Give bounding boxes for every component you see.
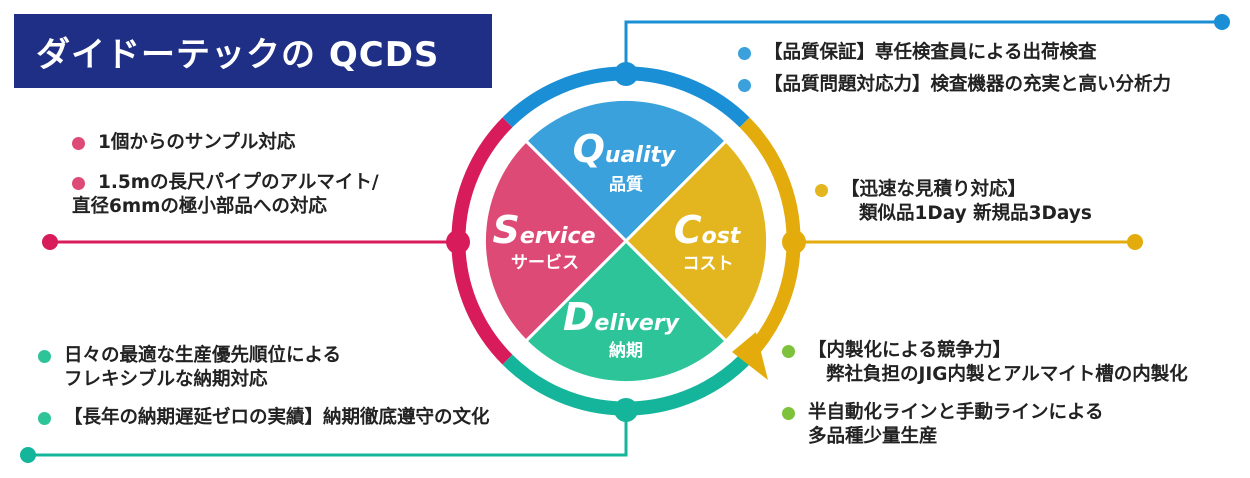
service-item-2-line2: 直径6mmの極小部品への対応 (72, 196, 327, 217)
cost-bullet-dot (815, 184, 828, 197)
extra-item-1-line1: 【内製化による競争力】 (808, 340, 1011, 361)
quality-connector-end-dot (1214, 14, 1230, 30)
pie-quality-segment (524, 97, 728, 243)
pie-cost-segment (624, 139, 770, 343)
extra-item-1-line2: 弊社負担のJIG内製とアルマイト槽の内製化 (826, 364, 1188, 385)
extra-bullet-dot (782, 345, 795, 358)
delivery-bullet-dot (38, 350, 51, 363)
cost-connector-end-dot (1127, 234, 1143, 250)
service-items: 1個からのサンプル対応 1.5mの長尺パイプのアルマイト/ 直径6mmの極小部品… (72, 131, 379, 219)
pie-delivery-segment (524, 239, 728, 385)
quality-bullet-dot (738, 47, 751, 60)
extra-bullet-dot (782, 407, 795, 420)
service-bullet-dot (72, 177, 85, 190)
delivery-rest: elivery (595, 311, 681, 336)
service-rest: ervice (520, 224, 596, 249)
delivery-initial: D (563, 295, 595, 339)
cost-rest: ost (702, 224, 742, 249)
quality-connector-line (624, 20, 1222, 74)
delivery-item-1: 日々の最適な生産優先順位による フレキシブルな納期対応 (38, 344, 490, 392)
quality-english-label: Quality (573, 127, 677, 171)
quality-items: 【品質保証】専任検査員による出荷検査 【品質問題対応力】検査機器の充実と高い分析… (738, 41, 1171, 97)
delivery-connector-end-dot (20, 447, 36, 463)
cost-item-1: 【迅速な見積り対応】 類似品1Day 新規品3Days (815, 178, 1092, 226)
delivery-item-2-text: 【長年の納期遅延ゼロの実績】納期徹底遵守の文化 (64, 407, 490, 428)
page-title-text: ダイドーテックの QCDS (36, 34, 440, 75)
pie-service-segment (482, 139, 628, 343)
delivery-bullet-dot (38, 412, 51, 425)
quality-item-2: 【品質問題対応力】検査機器の充実と高い分析力 (738, 73, 1171, 97)
quality-item-1: 【品質保証】専任検査員による出荷検査 (738, 41, 1171, 65)
extra-items: 【内製化による競争力】 弊社負担のJIG内製とアルマイト槽の内製化 半自動化ライ… (782, 339, 1188, 449)
delivery-english-label: Delivery (563, 295, 681, 339)
cost-initial: C (674, 208, 702, 252)
ring-dot-delivery (614, 398, 638, 422)
quality-rest: uality (605, 143, 677, 168)
delivery-connector-line (28, 410, 628, 457)
cost-items: 【迅速な見積り対応】 類似品1Day 新規品3Days (815, 178, 1092, 226)
service-item-2-line1: 1.5mの長尺パイプのアルマイト/ (98, 172, 379, 193)
service-item-1-text: 1個からのサンプル対応 (98, 132, 296, 153)
delivery-item-2: 【長年の納期遅延ゼロの実績】納期徹底遵守の文化 (38, 406, 490, 430)
extra-item-2-line2: 多品種少量生産 (808, 426, 938, 447)
ring-dot-service (446, 230, 470, 254)
delivery-item-1-line2: フレキシブルな納期対応 (64, 369, 268, 390)
quality-japanese-label: 品質 (609, 174, 643, 195)
extra-item-1: 【内製化による競争力】 弊社負担のJIG内製とアルマイト槽の内製化 (782, 339, 1188, 387)
service-connector-end-dot (42, 234, 58, 250)
page-title: ダイドーテックの QCDS (14, 14, 492, 88)
service-item-2: 1.5mの長尺パイプのアルマイト/ 直径6mmの極小部品への対応 (72, 171, 379, 219)
service-initial: S (493, 208, 520, 252)
delivery-items: 日々の最適な生産優先順位による フレキシブルな納期対応 【長年の納期遅延ゼロの実… (38, 344, 490, 430)
quality-initial: Q (573, 127, 605, 171)
delivery-item-1-line1: 日々の最適な生産優先順位による (64, 345, 341, 366)
service-item-1: 1個からのサンプル対応 (72, 131, 379, 155)
service-english-label: Service (493, 208, 596, 252)
ring-dot-cost (782, 230, 806, 254)
delivery-japanese-label: 納期 (609, 340, 643, 361)
cost-item-1-line1: 【迅速な見積り対応】 (841, 179, 1027, 200)
extra-item-2-line1: 半自動化ラインと手動ラインによる (808, 402, 1104, 423)
wheel-pointer-tail (732, 332, 768, 380)
service-japanese-label: サービス (511, 253, 579, 273)
service-bullet-dot (72, 137, 85, 150)
cost-item-1-line2: 類似品1Day 新規品3Days (859, 203, 1092, 224)
quality-item-1-text: 【品質保証】専任検査員による出荷検査 (764, 42, 1097, 63)
extra-item-2: 半自動化ラインと手動ラインによる 多品種少量生産 (782, 401, 1188, 449)
cost-english-label: Cost (674, 208, 742, 252)
ring-dot-quality (614, 62, 638, 86)
quality-item-2-text: 【品質問題対応力】検査機器の充実と高い分析力 (764, 74, 1172, 95)
cost-japanese-label: コスト (683, 254, 734, 274)
quality-bullet-dot (738, 79, 751, 92)
